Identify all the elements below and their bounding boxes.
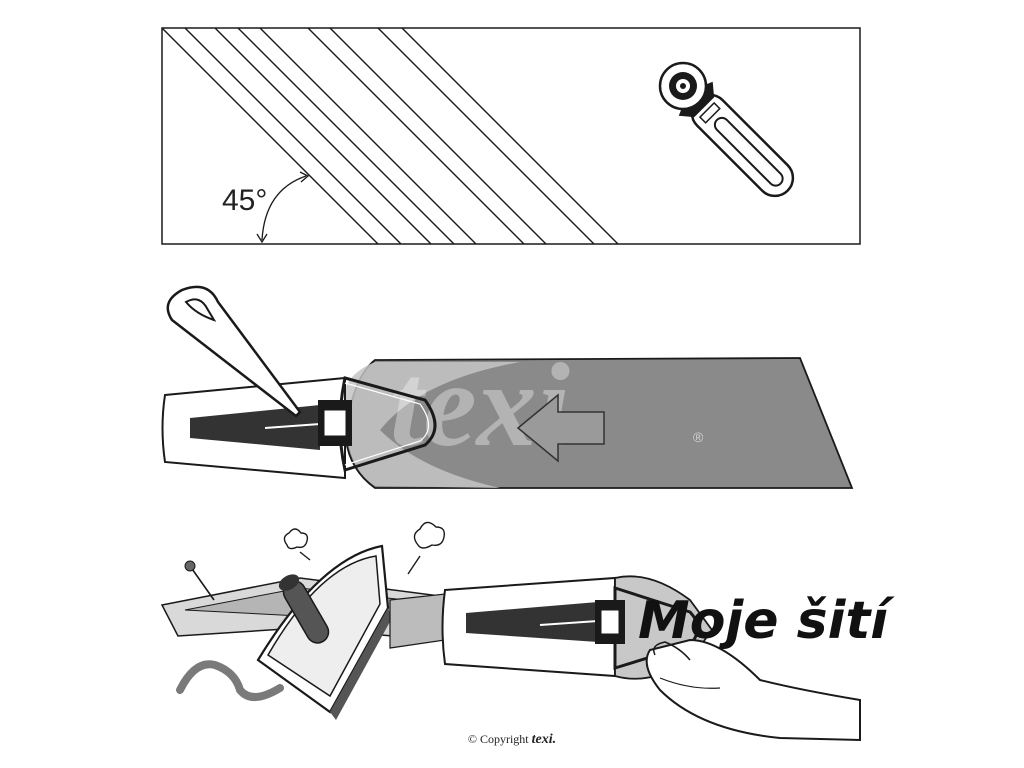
- needle-icon: [166, 285, 302, 418]
- hand-icon: [645, 638, 861, 742]
- rotary-cutter-icon: [658, 61, 795, 198]
- iron-cord: [176, 660, 284, 701]
- angle-label: 45°: [222, 184, 267, 217]
- watermark-text: texi: [390, 338, 570, 471]
- watermark-registered: ®: [693, 429, 704, 445]
- ironing-panel: Moje šití: [160, 521, 895, 742]
- angle-arc-icon: [261, 175, 307, 241]
- copyright-footer: © Copyright texi.: [0, 732, 1024, 748]
- diagonal-strips: [161, 27, 619, 245]
- cutting-panel: 45°: [161, 27, 861, 245]
- copyright-brand: texi.: [531, 732, 557, 747]
- feeding-panel: texi ®: [161, 285, 854, 489]
- copyright-prefix: © Copyright: [467, 732, 529, 746]
- page-title: Moje šití: [638, 591, 895, 651]
- steam-icon: [283, 521, 446, 575]
- pin-icon: [184, 560, 215, 601]
- left-arrow-icon: [516, 393, 605, 463]
- iron-icon: [256, 544, 392, 720]
